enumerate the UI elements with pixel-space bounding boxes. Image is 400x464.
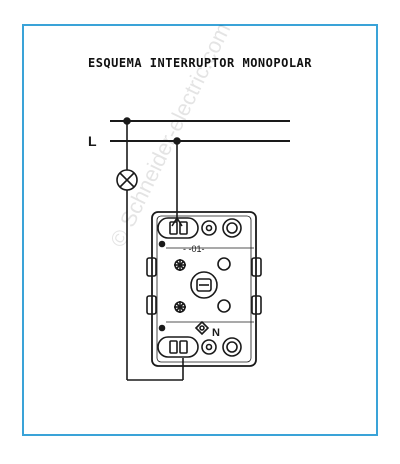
side-clip-right-bottom xyxy=(251,295,262,315)
diagram-title: ESQUEMA INTERRUPTOR MONOPOLAR xyxy=(87,56,312,70)
indicator-dot xyxy=(158,324,166,332)
side-clip-left-top xyxy=(146,257,157,277)
side-clip-right-top xyxy=(251,257,262,277)
switch-module-inner xyxy=(156,215,252,363)
module-marking: - -01- xyxy=(183,244,205,254)
bottom-terminal-block xyxy=(157,336,242,358)
switch-module xyxy=(151,211,257,367)
top-terminal-block xyxy=(157,217,242,239)
lower-screw-icon xyxy=(174,301,186,313)
diagram-frame xyxy=(22,24,378,436)
rocker-core xyxy=(196,278,212,292)
rocker-pivot xyxy=(190,271,218,299)
lamp-icon xyxy=(116,169,138,191)
neutral-terminal-icon xyxy=(194,320,210,336)
upper-screw-icon xyxy=(174,259,186,271)
neutral-marking: N xyxy=(212,327,220,339)
indicator-dot xyxy=(158,240,166,248)
lower-hole xyxy=(217,299,231,313)
upper-hole xyxy=(217,257,231,271)
side-clip-left-bottom xyxy=(146,295,157,315)
line-label: L xyxy=(88,133,97,149)
